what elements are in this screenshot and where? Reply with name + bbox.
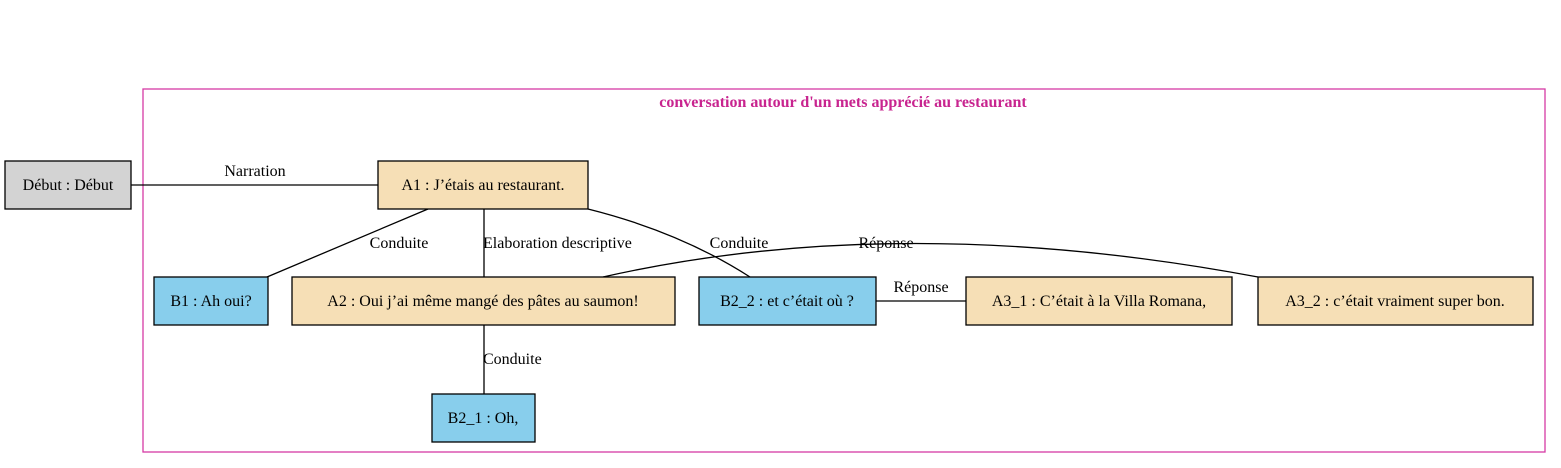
node-debut-label: Début : Début: [23, 177, 114, 194]
node-a2: A2 : Oui j’ai même mangé des pâtes au sa…: [291, 276, 676, 326]
node-b2-1-label: B2_1 : Oh,: [448, 410, 519, 427]
edge-label-a1-a2: Elaboration descriptive: [483, 235, 632, 252]
node-debut: Début : Début: [4, 160, 132, 210]
edge-a2-a3-2: [602, 242, 1259, 278]
node-a3-1-label: A3_1 : C’était à la Villa Romana,: [992, 293, 1206, 310]
node-a3-2-label: A3_2 : c’était vraiment super bon.: [1285, 293, 1505, 310]
edge-label-a1-b2-2: Conduite: [710, 235, 769, 252]
node-a1: A1 : J’étais au restaurant.: [377, 160, 589, 210]
edges: Narration Conduite Elaboration descripti…: [131, 163, 1259, 394]
nodes: Début : Début A1 : J’étais au restaurant…: [4, 160, 1534, 443]
node-a3-2: A3_2 : c’était vraiment super bon.: [1257, 276, 1534, 326]
edge-label-a2-b2-1: Conduite: [483, 351, 542, 368]
node-b2-2-box: [698, 276, 877, 326]
node-a3-1: A3_1 : C’était à la Villa Romana,: [965, 276, 1233, 326]
node-a3-1-box: [965, 276, 1233, 326]
cluster-border: [142, 88, 1546, 453]
node-a1-label: A1 : J’étais au restaurant.: [401, 177, 564, 194]
node-b2-2-label: B2_2 : et c’était où ?: [720, 293, 854, 310]
edge-label-a1-b1: Conduite: [370, 235, 429, 252]
node-b2-1: B2_1 : Oh,: [431, 393, 536, 443]
edge-label-b2-2-a3-1: Réponse: [893, 279, 948, 296]
conversation-cluster: conversation autour d'un mets apprécié a…: [142, 88, 1546, 453]
edge-label-narration: Narration: [224, 163, 285, 180]
node-b1: B1 : Ah oui?: [153, 276, 269, 326]
node-b2-1-box: [431, 393, 536, 443]
node-a1-box: [377, 160, 589, 210]
node-a2-box: [291, 276, 676, 326]
node-a2-label: A2 : Oui j’ai même mangé des pâtes au sa…: [327, 293, 638, 310]
cluster-title: conversation autour d'un mets apprécié a…: [659, 94, 1027, 111]
edge-a1-b2-2: [587, 208, 751, 278]
node-a3-2-box: [1257, 276, 1534, 326]
edge-a1-b1: [266, 208, 429, 278]
node-b2-2: B2_2 : et c’était où ?: [698, 276, 877, 326]
node-b1-box: [153, 276, 269, 326]
node-b1-label: B1 : Ah oui?: [170, 293, 251, 310]
node-debut-box: [4, 160, 132, 210]
edge-label-a2-a3-2: Réponse: [858, 235, 913, 252]
